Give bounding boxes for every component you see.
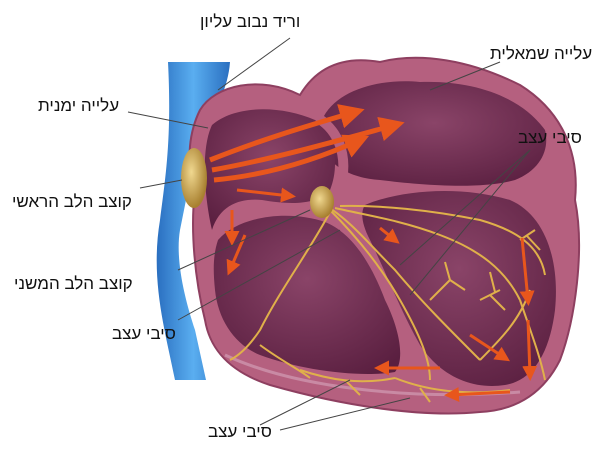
label-sa-node: קוצב הלב הראשי	[12, 192, 132, 212]
label-nerve-fibers-right: סיבי עצב	[518, 128, 582, 148]
label-right-atrium: עלייה ימנית	[38, 96, 119, 116]
sa-node-shape	[181, 148, 207, 208]
label-superior-vena-cava: וריד נבוב עליון	[200, 12, 300, 32]
label-nerve-fibers-bottom: סיבי עצב	[208, 422, 272, 442]
label-left-atrium: עלייה שמאלית	[490, 44, 592, 64]
label-av-node: קוצב הלב המשני	[14, 274, 133, 294]
av-node-shape	[310, 186, 334, 218]
label-nerve-fibers-left: סיבי עצב	[112, 324, 176, 344]
